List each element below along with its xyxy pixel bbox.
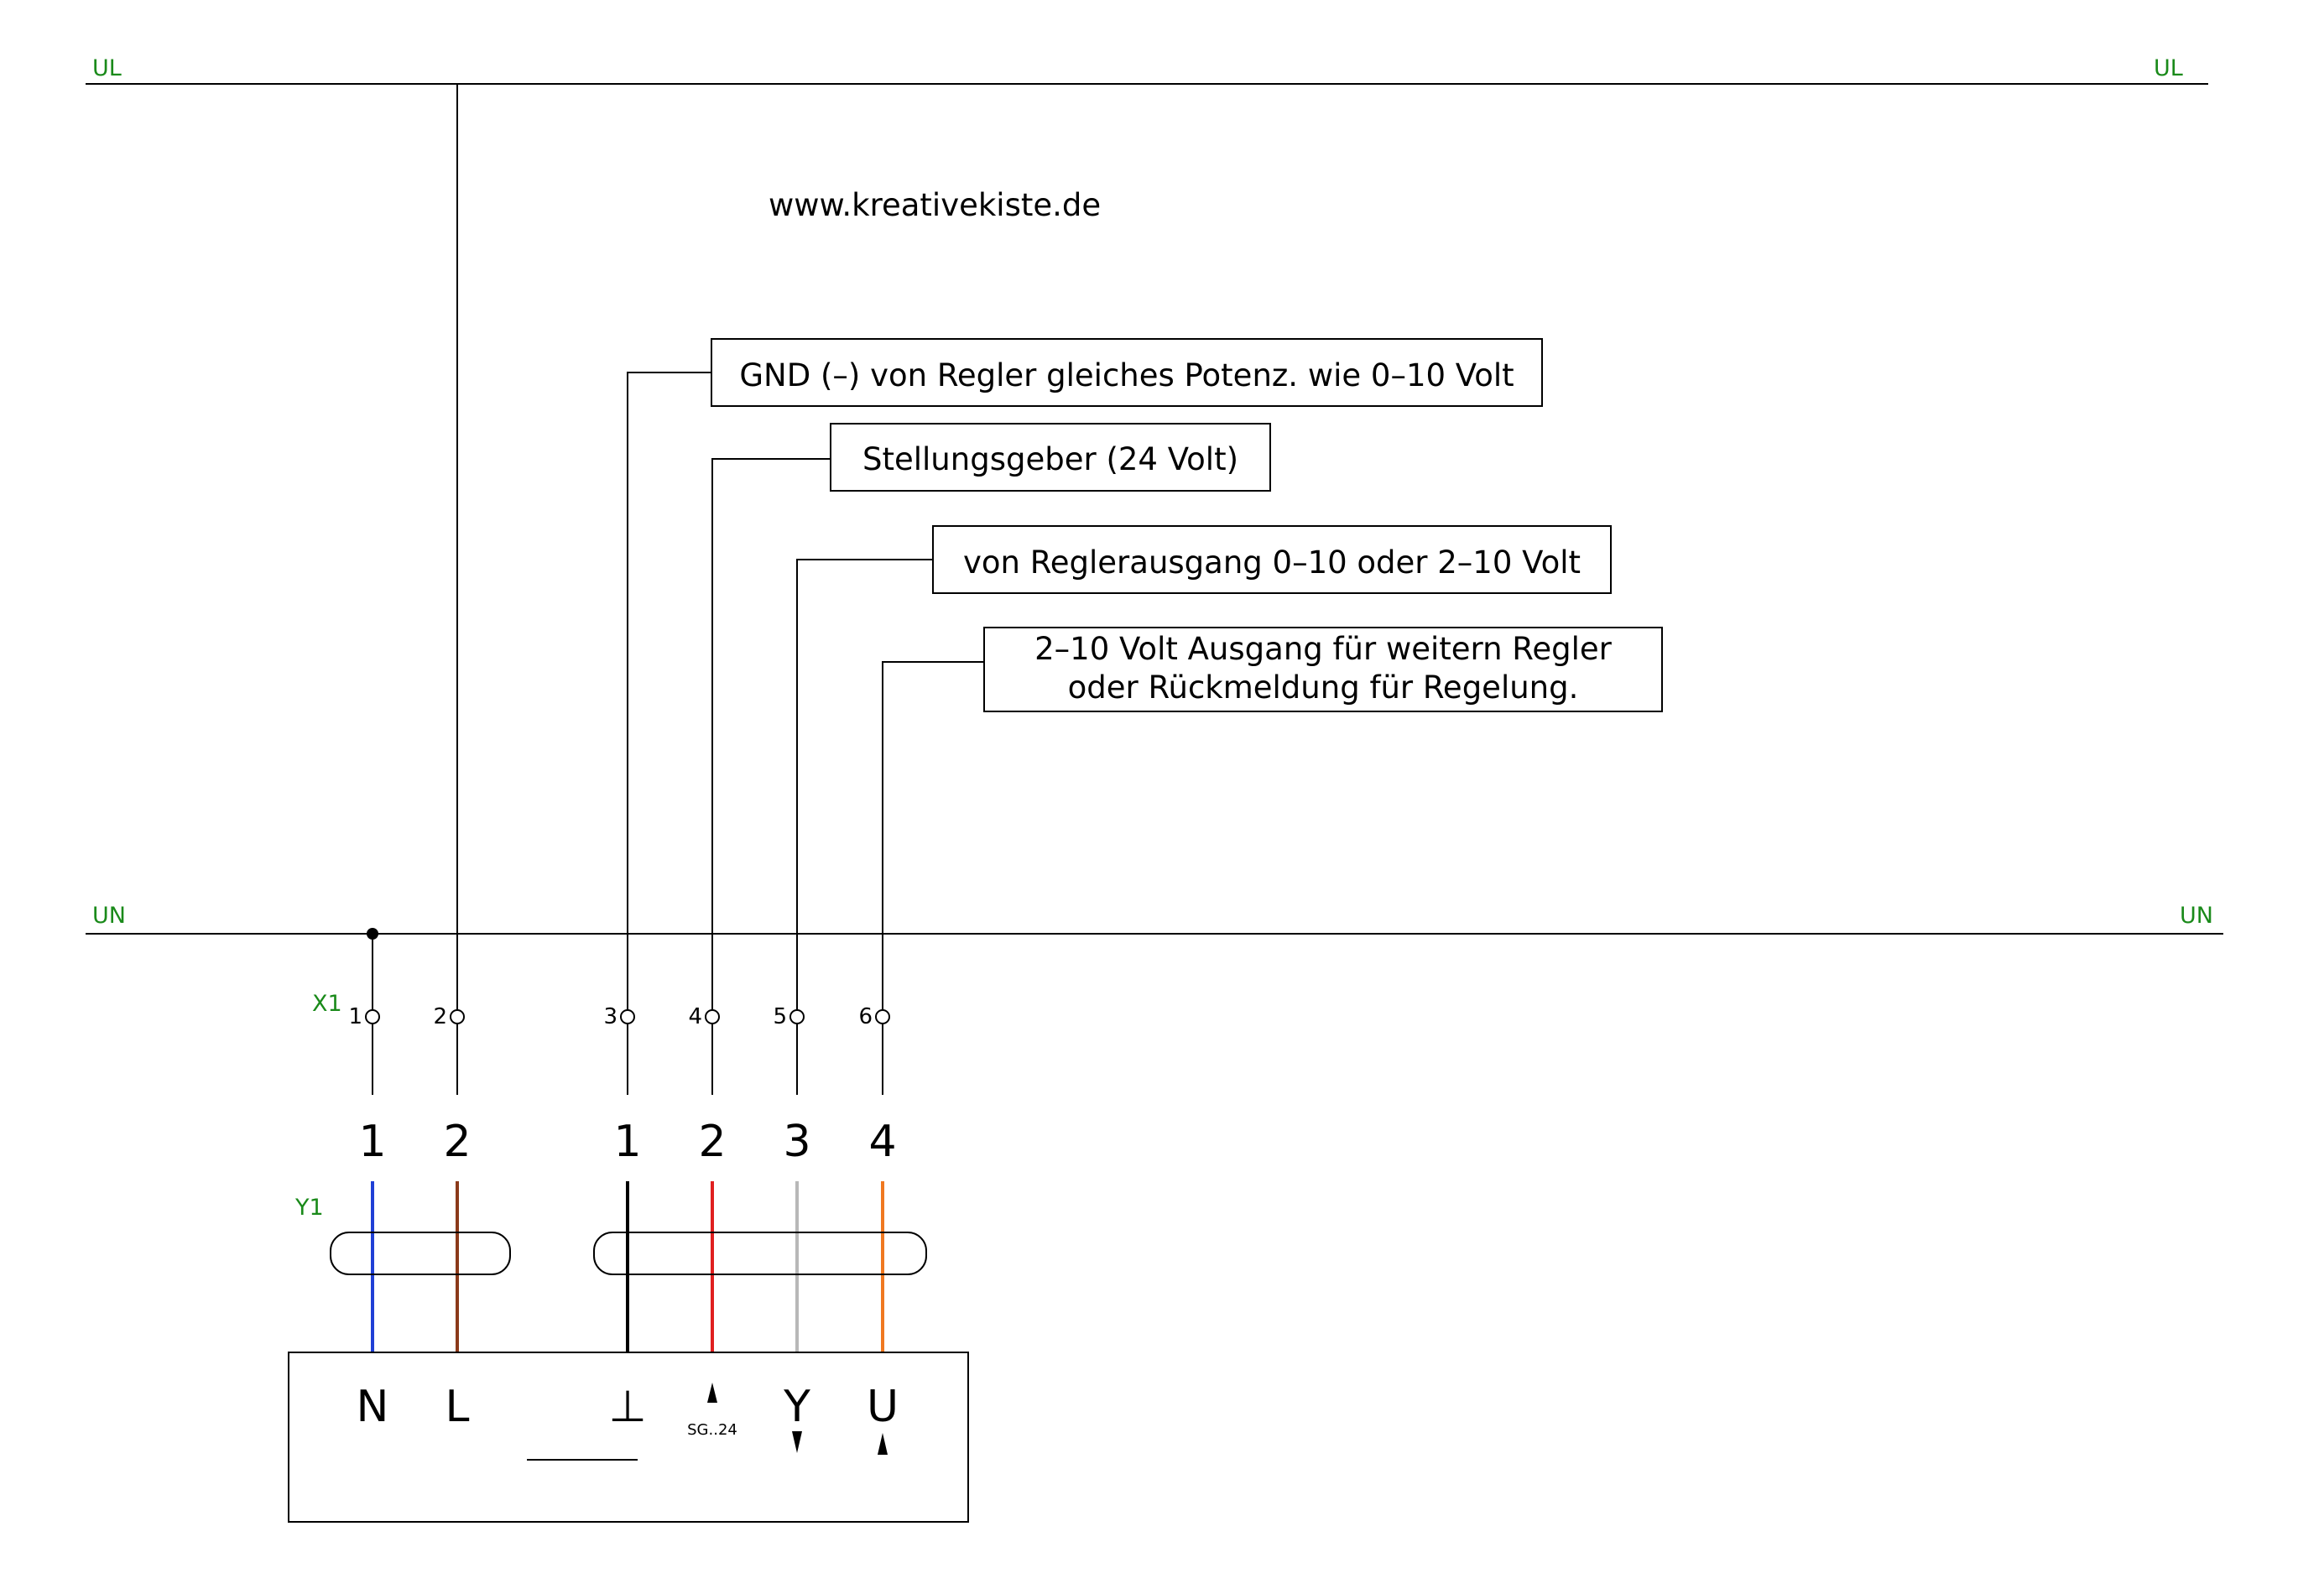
actuator-device	[288, 1352, 969, 1523]
cable-sheath-signal	[593, 1232, 927, 1275]
device-pin-label: N	[357, 1382, 389, 1432]
terminal-3	[620, 1009, 635, 1024]
wire-number: 3	[783, 1117, 810, 1167]
rail-label-ul-right: UL	[2154, 55, 2183, 81]
junction-dot	[367, 928, 378, 940]
wire-ausgang	[882, 661, 984, 1017]
label-stellungsgeber: Stellungsgeber (24 Volt)	[862, 441, 1238, 477]
u-arrow-up-icon	[878, 1433, 888, 1455]
terminal-number-3: 3	[603, 1004, 617, 1029]
cable-sheath-power	[330, 1232, 511, 1275]
wire-stellungsgeber	[711, 458, 831, 1017]
cable-wires: 1 2 1 2 3 4	[358, 1117, 897, 1352]
wire-number: 1	[613, 1117, 641, 1167]
cable-label: Y1	[294, 1195, 324, 1221]
wire-gnd	[627, 372, 711, 1017]
terminal-number-1: 1	[348, 1004, 362, 1029]
rail-label-un-left: UN	[92, 903, 126, 929]
label-ausgang-line2: oder Rückmeldung für Regelung.	[1068, 669, 1579, 706]
wire-number: 2	[698, 1117, 726, 1167]
terminal-number-2: 2	[433, 1004, 447, 1029]
label-gnd: GND (–) von Regler gleiches Potenz. wie …	[739, 357, 1514, 393]
terminal-6	[875, 1009, 890, 1024]
label-ausgang-line1: 2–10 Volt Ausgang für weitern Regler	[1034, 631, 1613, 667]
terminal-number-5: 5	[773, 1004, 787, 1029]
wire-regler	[796, 559, 933, 1017]
sg-arrow-up-icon	[707, 1383, 717, 1403]
terminal-number-6: 6	[858, 1004, 873, 1029]
label-regler: von Reglerausgang 0–10 oder 2–10 Volt	[963, 544, 1581, 581]
label-box-ausgang	[983, 627, 1663, 712]
terminal-number-4: 4	[688, 1004, 702, 1029]
terminal-2	[450, 1009, 465, 1024]
device-pin-label: ⊥	[608, 1382, 646, 1432]
device-pin-label: Y	[783, 1382, 810, 1432]
website-url: www.kreativekiste.de	[769, 187, 1101, 223]
device-pin-label: L	[446, 1382, 470, 1432]
terminal-1	[365, 1009, 380, 1024]
wire-number: 1	[358, 1117, 386, 1167]
rail-label-ul-left: UL	[92, 55, 122, 81]
y-arrow-down-icon	[792, 1431, 802, 1453]
wire-number: 2	[443, 1117, 471, 1167]
rail-label-un-right: UN	[2180, 903, 2213, 929]
terminal-group: 1 2 3 4 5 6	[348, 1004, 890, 1095]
sg-label: SG..24	[687, 1421, 737, 1439]
terminal-block-label: X1	[312, 991, 342, 1017]
wire-number: 4	[868, 1117, 896, 1167]
device-pin-label: U	[867, 1382, 899, 1432]
label-box-stellungsgeber	[830, 423, 1271, 492]
terminal-5	[789, 1009, 805, 1024]
device-pins: N L ⊥ Y U	[357, 1382, 899, 1432]
terminal-4	[705, 1009, 720, 1024]
